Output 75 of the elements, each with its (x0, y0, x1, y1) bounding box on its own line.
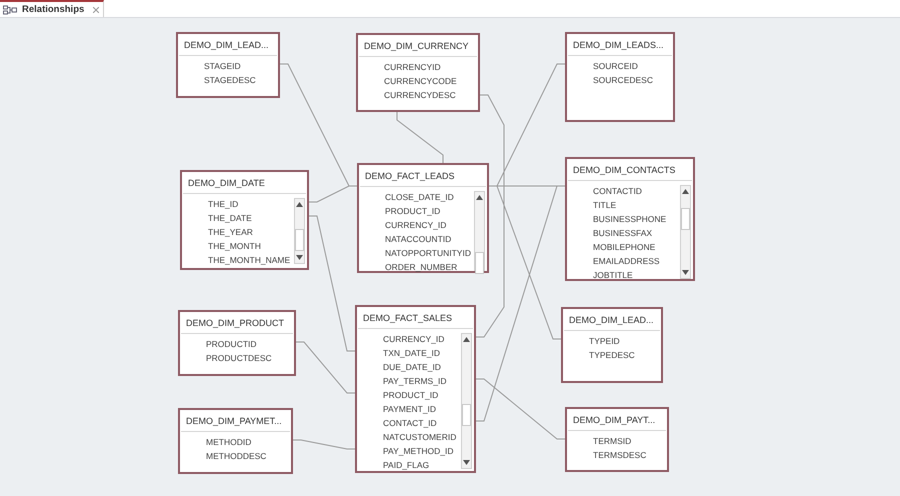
field-name: PRODUCT_ID (385, 205, 440, 218)
field-name: SOURCEDESC (593, 74, 653, 87)
table-title: DEMO_FACT_LEADS (360, 165, 486, 187)
field-name: STAGEDESC (204, 74, 256, 87)
field-name: CONTACTID (593, 185, 642, 198)
field-name: METHODDESC (206, 450, 266, 463)
field-name: BUSINESSFAX (593, 227, 652, 240)
field-name: NATCUSTOMERID (383, 431, 456, 444)
table-box (180, 170, 309, 270)
field-name: PRODUCTID (206, 338, 257, 351)
table-title: DEMO_DIM_CONTACTS (568, 159, 692, 181)
table-title: DEMO_DIM_LEADS... (568, 34, 672, 56)
field-name: PRODUCT_ID (383, 389, 438, 402)
table-title: DEMO_DIM_PAYMET... (181, 410, 290, 432)
table-box (357, 163, 489, 273)
field-name: SOURCEID (593, 60, 638, 73)
field-name: TERMSID (593, 435, 632, 448)
table-box (561, 307, 663, 383)
field-name: DUE_DATE_ID (383, 361, 441, 374)
field-name: BUSINESSPHONE (593, 213, 666, 226)
tab-label: Relationships (22, 4, 84, 15)
field-name: PAYMENT_ID (383, 403, 436, 416)
field-name: METHODID (206, 436, 252, 449)
table-box (178, 408, 293, 474)
field-name: CURRENCY_ID (385, 219, 446, 232)
table-title: DEMO_FACT_SALES (358, 307, 473, 329)
field-name: CURRENCYDESC (384, 89, 456, 102)
field-name: CURRENCYCODE (384, 75, 457, 88)
field-name: CLOSE_DATE_ID (385, 191, 454, 204)
field-name: TYPEID (589, 335, 620, 348)
table-title: DEMO_DIM_LEAD... (179, 34, 277, 56)
table-title: DEMO_DIM_CURRENCY (359, 35, 477, 57)
field-name: PAY_TERMS_ID (383, 375, 446, 388)
field-name: THE_MONTH_NAME (208, 254, 290, 267)
relationship-line (488, 186, 562, 340)
table-box (178, 310, 296, 376)
table-title: DEMO_DIM_LEAD... (564, 309, 660, 331)
field-name: CURRENCYID (384, 61, 441, 74)
relationship-line (292, 440, 356, 450)
field-name: TITLE (593, 199, 616, 212)
table-box (565, 32, 675, 122)
relationship-line (308, 216, 356, 352)
field-name: THE_DATE (208, 212, 252, 225)
field-name: EMAILADDRESS (593, 255, 660, 268)
field-name: PAY_METHOD_ID (383, 445, 454, 458)
field-name: PRODUCTDESC (206, 352, 272, 365)
relationship-line (476, 378, 566, 440)
table-box (565, 157, 695, 281)
table-box (176, 32, 280, 98)
relationship-line (476, 94, 504, 338)
relationship-line (296, 342, 356, 394)
relationship-line (308, 186, 358, 202)
table-title: DEMO_DIM_PRODUCT (181, 312, 293, 334)
field-name: CONTACT_ID (383, 417, 437, 430)
table-title: DEMO_DIM_DATE (183, 172, 306, 194)
field-name: CURRENCY_ID (383, 333, 444, 346)
field-name: ORDER_NUMBER (385, 261, 458, 274)
field-name: THE_YEAR (208, 226, 253, 239)
field-name: STAGEID (204, 60, 241, 73)
table-box (355, 305, 476, 473)
field-name: MOBILEPHONE (593, 241, 656, 254)
field-name: JOBTITLE (593, 269, 633, 282)
table-box (565, 407, 669, 472)
table-title: DEMO_DIM_PAYT... (568, 409, 666, 431)
table-box (356, 33, 480, 112)
field-name: TXN_DATE_ID (383, 347, 440, 360)
field-name: TERMSDESC (593, 449, 646, 462)
field-name: NATACCOUNTID (385, 233, 452, 246)
field-name: THE_MONTH (208, 240, 261, 253)
field-name: NATOPPORTUNITYID (385, 247, 471, 260)
relationship-line (476, 186, 566, 422)
field-name: THE_ID (208, 198, 238, 211)
field-name: TYPEDESC (589, 349, 635, 362)
relationship-line (396, 112, 444, 164)
field-name: PAID_FLAG (383, 459, 430, 472)
